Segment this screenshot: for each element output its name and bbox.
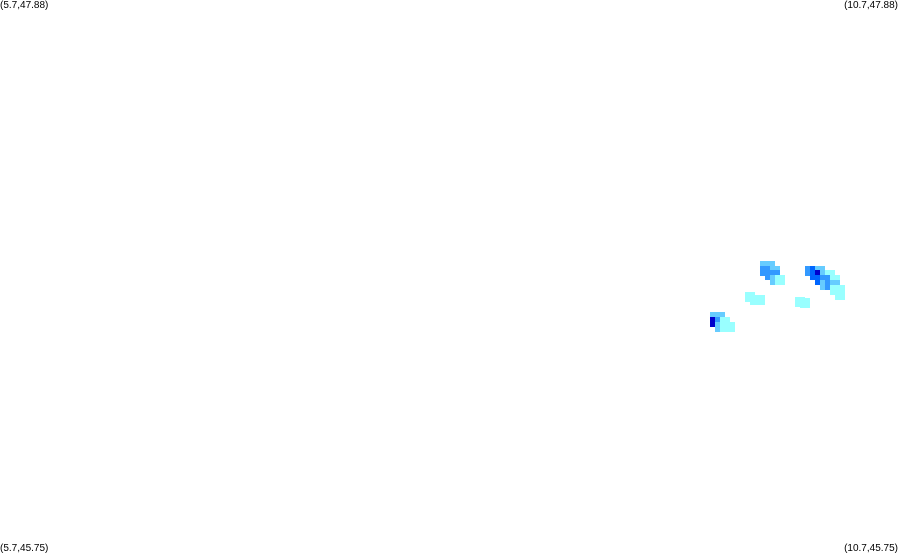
intensity-cell-light	[835, 290, 845, 300]
intensity-cell-light	[775, 275, 785, 285]
intensity-cell-light	[800, 298, 810, 308]
corner-label-bottom-right: (10.7,45.75)	[844, 543, 898, 554]
intensity-cell-light	[725, 322, 735, 332]
intensity-cell-light	[755, 295, 765, 305]
corner-label-bottom-left: (5.7,45.75)	[0, 543, 49, 554]
corner-label-top-left: (5.7,47.88)	[0, 0, 49, 11]
corner-label-top-right: (10.7,47.88)	[844, 0, 898, 11]
intensity-cells	[710, 261, 845, 332]
